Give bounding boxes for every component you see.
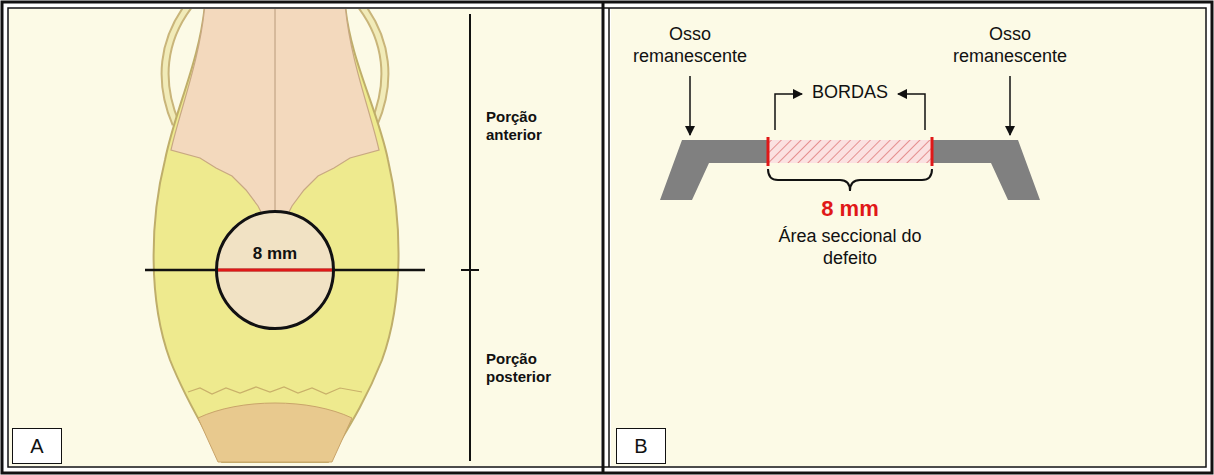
dimension-label: 8 mm [215, 244, 335, 264]
bent-arrow [775, 94, 802, 130]
region-label: Porção posterior [486, 350, 586, 386]
defect-circle: 8 mm [215, 210, 335, 330]
panel-divider [608, 8, 610, 467]
panel-letter-box: A [12, 428, 62, 464]
area-label: Área seccional do defeito [760, 226, 940, 269]
midline-suture [275, 9, 276, 236]
panel-b-ground [611, 9, 1205, 466]
brace [768, 169, 932, 191]
circle-outline [215, 210, 335, 330]
region-label: Porção anterior [486, 108, 586, 144]
frontal-bone [171, 9, 379, 236]
bent-arrow [898, 94, 925, 130]
defect-diameter [215, 269, 335, 272]
part-label: Osso remanescente [620, 24, 760, 67]
panel-letter-box: B [616, 428, 666, 464]
occipital-bone [198, 403, 352, 462]
panel-letter: B [634, 434, 647, 458]
leader-arrow [1009, 76, 1011, 135]
part-label: Osso remanescente [940, 24, 1080, 67]
defect-section [768, 140, 932, 163]
skull-illustration [154, 9, 399, 462]
remaining-bone [660, 140, 768, 200]
scale-line [469, 14, 471, 461]
remaining-bone [932, 140, 1040, 200]
defect-outline [217, 212, 334, 329]
panel-letter: A [30, 434, 43, 458]
cranium [154, 9, 399, 462]
panel-divider [602, 2, 605, 473]
edge-label: BORDAS [805, 82, 895, 104]
lambdoid-suture [188, 387, 362, 394]
dimension-label: 8 mm [790, 196, 910, 222]
scale-tick [461, 269, 479, 271]
section-line [145, 269, 425, 272]
defect-area [215, 210, 335, 330]
leader-arrow [689, 76, 691, 135]
edge-mark [767, 137, 770, 166]
edge-mark [931, 137, 934, 166]
